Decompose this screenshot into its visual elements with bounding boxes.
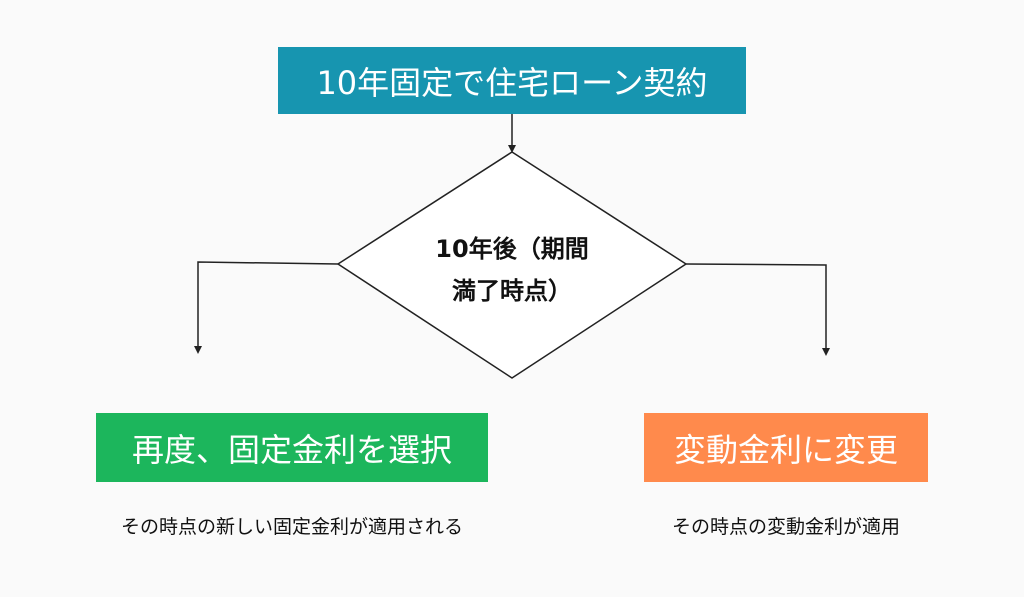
variable-rate-option-note: その時点の変動金利が適用 [671,516,900,538]
variable-rate-option-box: 変動金利に変更 [644,413,928,482]
decision-diamond [336,151,688,379]
decision-label-line-1: 10年後（期間 [435,235,589,263]
start-box: 10年固定で住宅ローン契約 [278,47,746,114]
fixed-rate-option-note: その時点の新しい固定金利が適用される [120,516,463,538]
arrow-decision-to-right [685,263,830,356]
variable-rate-option-label: 変動金利に変更 [673,430,898,469]
decision-label-line-2: 満了時点） [452,277,572,305]
decision-label: 10年後（期間 満了時点） [396,228,628,312]
start-box-label: 10年固定で住宅ローン契約 [316,63,708,102]
fixed-rate-option-box: 再度、固定金利を選択 [96,413,488,482]
arrow-decision-to-left [194,261,339,354]
fixed-rate-option-label: 再度、固定金利を選択 [131,430,452,469]
